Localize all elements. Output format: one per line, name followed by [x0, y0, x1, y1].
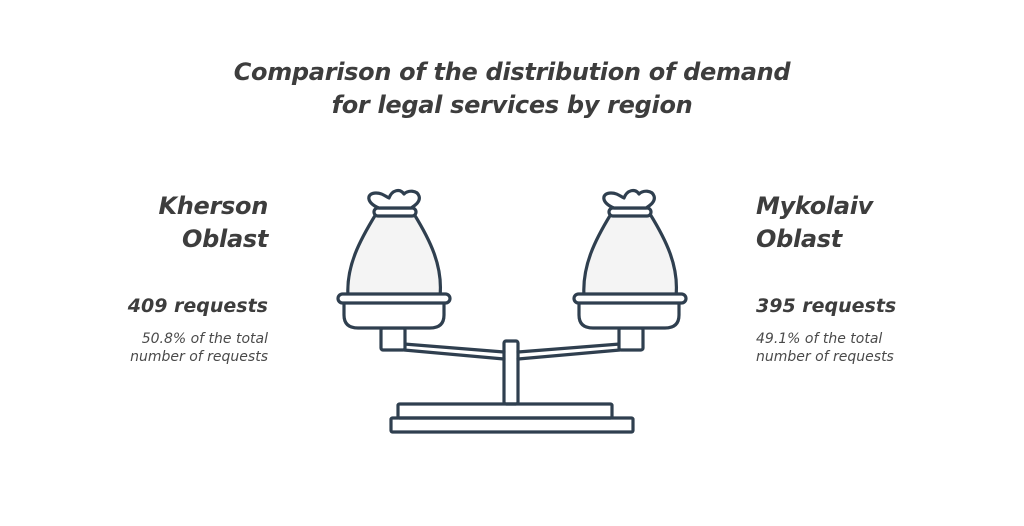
left-money-bag [346, 188, 443, 298]
kherson-share: 50.8% of the total number of requests [60, 330, 268, 366]
title-line-1: Comparison of the distribution of demand [233, 58, 791, 86]
mykolaiv-share-line-2: number of requests [756, 349, 894, 365]
kherson-share-line-1: 50.8% of the total [141, 331, 268, 347]
balance-scale-with-money-bags-icon [336, 188, 688, 434]
scale-base-bottom [389, 416, 635, 434]
mykolaiv-region-name: Mykolaiv Oblast [756, 190, 986, 256]
kherson-region-line-1: Kherson [158, 192, 268, 220]
chart-title: Comparison of the distribution of demand… [0, 56, 1024, 122]
scale-base-top [396, 402, 614, 420]
title-line-2: for legal services by region [331, 91, 693, 119]
mykolaiv-share: 49.1% of the total number of requests [756, 330, 986, 366]
kherson-region-name: Kherson Oblast [60, 190, 268, 256]
right-pan [577, 300, 681, 330]
scale-left-arm [402, 342, 506, 361]
mykolaiv-request-count: 395 requests [756, 295, 897, 317]
kherson-region-line-2: Oblast [182, 225, 268, 253]
left-hanger [379, 326, 407, 352]
scale-right-arm [516, 342, 622, 361]
mykolaiv-region-line-2: Oblast [756, 225, 842, 253]
kherson-share-line-2: number of requests [130, 349, 268, 365]
mykolaiv-panel: Mykolaiv Oblast 395 requests 49.1% of th… [756, 190, 986, 366]
kherson-request-count: 409 requests [127, 295, 268, 317]
right-money-bag [582, 188, 679, 298]
right-hanger [617, 326, 645, 352]
right-pan-rim [572, 292, 688, 305]
scale-post [502, 339, 520, 406]
mykolaiv-region-line-1: Mykolaiv [756, 192, 874, 220]
left-pan-rim [336, 292, 452, 305]
mykolaiv-share-line-1: 49.1% of the total [756, 331, 883, 347]
kherson-panel: Kherson Oblast 409 requests 50.8% of the… [60, 190, 269, 366]
left-pan [342, 300, 446, 330]
